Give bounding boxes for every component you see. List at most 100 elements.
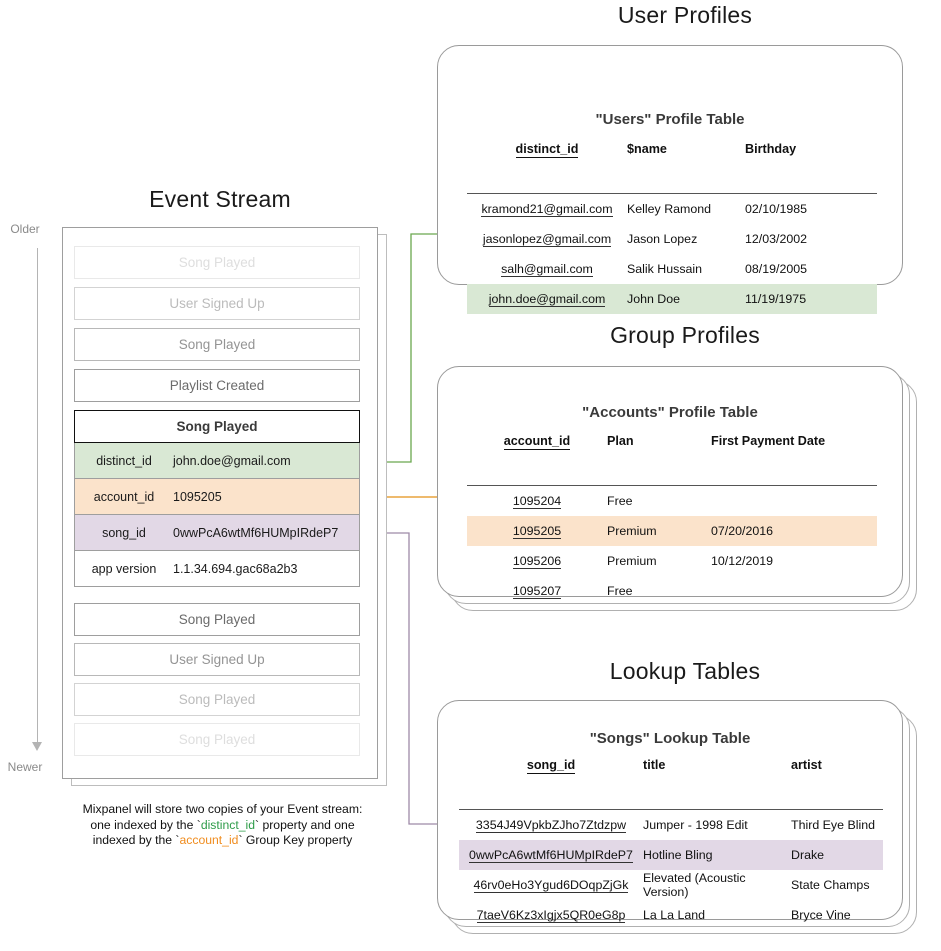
property-key: song_id [102, 525, 146, 540]
table-row[interactable]: jasonlopez@gmail.com Jason Lopez 12/03/2… [467, 224, 877, 254]
cell-title: Jumper - 1998 Edit [643, 818, 748, 832]
event-item[interactable]: Playlist Created [74, 369, 360, 402]
event-property-song-id: song_id 0wwPcA6wtMf6HUMpIRdeP7 [74, 515, 360, 551]
cell-account-id: 1095206 [512, 554, 562, 569]
axis-label-newer: Newer [7, 760, 43, 774]
group-profiles-title: Group Profiles [610, 322, 760, 348]
cell-plan: Premium [607, 516, 711, 546]
event-property-account-id: account_id 1095205 [74, 479, 360, 515]
table-row[interactable]: 1095207 Free [467, 576, 877, 606]
cell-distinct-id: kramond21@gmail.com [481, 202, 613, 217]
table-row-highlighted[interactable]: john.doe@gmail.com John Doe 11/19/1975 [467, 284, 877, 314]
cell-first-payment-date: 10/12/2019 [711, 554, 774, 568]
time-axis-line [37, 248, 38, 746]
table-row[interactable]: 1095206 Premium 10/12/2019 [467, 546, 877, 576]
users-table: distinct_id $name Birthday kramond21@gma… [467, 142, 877, 314]
column-header-plan: Plan [607, 434, 634, 448]
cell-birthday: 11/19/1975 [745, 284, 877, 314]
table-row[interactable]: kramond21@gmail.com Kelley Ramond 02/10/… [467, 194, 877, 225]
event-item[interactable]: Song Played [74, 246, 360, 279]
table-row[interactable]: salh@gmail.com Salik Hussain 08/19/2005 [467, 254, 877, 284]
column-header-song-id: song_id [526, 758, 576, 774]
column-header-distinct-id: distinct_id [515, 142, 579, 158]
table-header-row: distinct_id $name Birthday [467, 142, 877, 163]
property-value: 1095205 [173, 489, 222, 504]
property-key: account_id [93, 489, 155, 504]
event-item[interactable]: User Signed Up [74, 643, 360, 676]
property-key: distinct_id [96, 453, 152, 468]
cell-song-id: 0wwPcA6wtMf6HUMpIRdeP7 [469, 848, 633, 863]
table-row[interactable]: 7taeV6Kz3xIgjx5QR0eG8p La La Land Bryce … [459, 900, 883, 930]
cell-name: Jason Lopez [627, 232, 698, 246]
cell-name: John Doe [627, 284, 745, 314]
cell-plan: Free [607, 584, 633, 598]
cell-distinct-id: salh@gmail.com [501, 262, 593, 277]
axis-label-older: Older [10, 222, 40, 236]
caption-account-id-token: account_id [179, 833, 239, 847]
cell-title: Hotline Bling [643, 840, 791, 870]
cell-account-id: 1095207 [512, 584, 562, 599]
user-profiles-title: User Profiles [617, 2, 753, 28]
caption-line-3-post: ` Group Key property [238, 833, 353, 847]
cell-artist: Third Eye Blind [791, 818, 876, 832]
event-item[interactable]: Song Played [74, 328, 360, 361]
table-header-rule [467, 163, 877, 194]
cell-account-id: 1095204 [512, 494, 562, 509]
event-property-distinct-id: distinct_id john.doe@gmail.com [74, 443, 360, 479]
event-stream-title: Event Stream [149, 186, 291, 212]
cell-birthday: 12/03/2002 [745, 232, 808, 246]
cell-plan: Free [607, 494, 633, 508]
table-header-rule [467, 455, 877, 486]
songs-table: song_id title artist 3354J49VpkbZJho7Ztd… [459, 758, 883, 930]
event-property-app-version: app version 1.1.34.694.gac68a2b3 [74, 551, 360, 587]
table-header-row: account_id Plan First Payment Date [467, 434, 877, 455]
cell-plan: Premium [607, 554, 657, 568]
cell-title: Elevated (Acoustic Version) [643, 871, 746, 899]
table-header-rule [459, 779, 883, 810]
caption-line-3-pre: indexed by the ` [92, 833, 180, 847]
table-header-row: song_id title artist [459, 758, 883, 779]
focused-event-card[interactable]: Song Played distinct_id john.doe@gmail.c… [74, 410, 360, 587]
cell-birthday: 02/10/1985 [745, 202, 808, 216]
caption-line-3: indexed by the `account_id` Group Key pr… [40, 833, 405, 849]
caption-line-2-post: ` property and one [255, 817, 355, 832]
event-item[interactable]: Song Played [74, 603, 360, 636]
users-profile-card-stack: "Users" Profile Table distinct_id $name … [437, 45, 917, 314]
caption-line-2-pre: one indexed by the ` [90, 817, 201, 832]
event-item[interactable]: Song Played [74, 683, 360, 716]
column-header-birthday: Birthday [745, 142, 797, 156]
property-value: 0wwPcA6wtMf6HUMpIRdeP7 [173, 525, 339, 540]
accounts-profile-card-stack: "Accounts" Profile Table account_id Plan… [437, 366, 927, 616]
column-header-account-id: account_id [503, 434, 571, 450]
column-header-title: title [643, 758, 666, 772]
accounts-table: account_id Plan First Payment Date 10952… [467, 434, 877, 606]
cell-title: La La Land [643, 908, 706, 922]
songs-table-title: "Songs" Lookup Table [589, 730, 751, 747]
cell-distinct-id: john.doe@gmail.com [488, 292, 606, 307]
cell-artist: Drake [791, 840, 883, 870]
lookup-tables-title: Lookup Tables [609, 658, 761, 684]
cell-song-id: 3354J49VpkbZJho7Ztdzpw [475, 818, 627, 833]
time-axis-arrow-icon [32, 742, 42, 751]
cell-artist: State Champs [791, 878, 870, 892]
songs-lookup-card-stack: "Songs" Lookup Table song_id title artis… [437, 700, 927, 948]
event-item[interactable]: User Signed Up [74, 287, 360, 320]
cell-first-payment-date [711, 576, 877, 606]
property-value: 1.1.34.694.gac68a2b3 [173, 561, 298, 576]
table-row-highlighted[interactable]: 0wwPcA6wtMf6HUMpIRdeP7 Hotline Bling Dra… [459, 840, 883, 870]
users-table-title: "Users" Profile Table [595, 111, 745, 128]
table-row-highlighted[interactable]: 1095205 Premium 07/20/2016 [467, 516, 877, 546]
cell-song-id: 46rv0eHo3Ygud6DOqpZjGk [473, 878, 629, 893]
table-row[interactable]: 1095204 Free [467, 486, 877, 517]
cell-artist: Bryce Vine [791, 908, 851, 922]
caption-distinct-id-token: distinct_id [200, 817, 256, 832]
event-item[interactable]: Song Played [74, 723, 360, 756]
focused-event-name: Song Played [74, 410, 360, 443]
column-header-first-payment-date: First Payment Date [711, 434, 826, 448]
cell-first-payment-date: 07/20/2016 [711, 516, 877, 546]
caption-text: Mixpanel will store two copies of your E… [40, 802, 405, 849]
cell-first-payment-date [711, 486, 877, 517]
cell-birthday: 08/19/2005 [745, 262, 808, 276]
table-row[interactable]: 3354J49VpkbZJho7Ztdzpw Jumper - 1998 Edi… [459, 810, 883, 841]
table-row[interactable]: 46rv0eHo3Ygud6DOqpZjGk Elevated (Acousti… [459, 870, 883, 900]
